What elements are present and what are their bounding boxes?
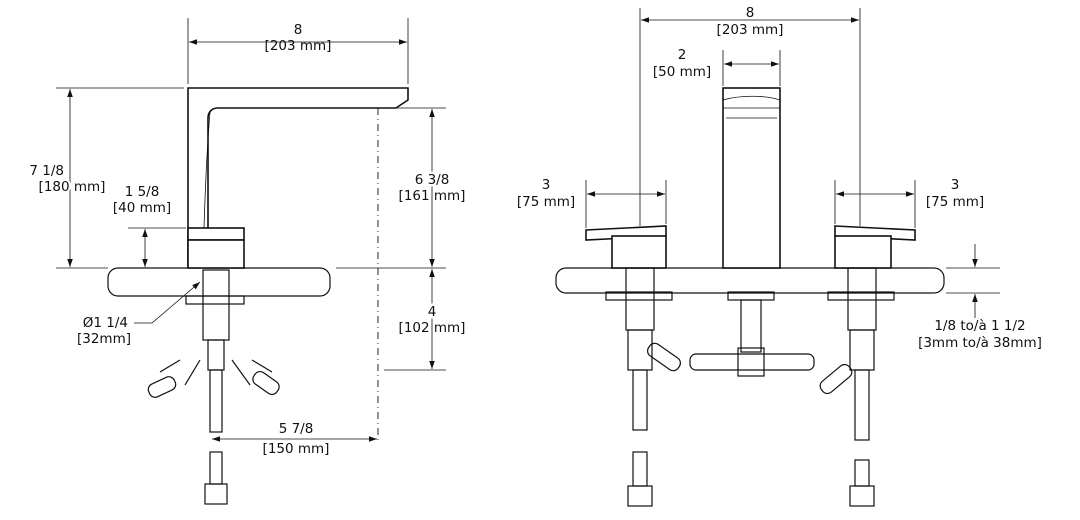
dim-front-right-handle: 3 [75 mm]: [834, 177, 984, 228]
dim-side-base-height-metric: [40 mm]: [113, 200, 171, 216]
dim-side-width: 8 [203 mm]: [187, 18, 409, 84]
dim-side-below-deck: 4 [102 mm]: [384, 269, 468, 371]
side-shank: [147, 269, 280, 505]
dim-front-deck-thickness: 1/8 to/à 1 1/2 [3mm to/à 38mm]: [918, 244, 1042, 351]
front-right-handle: [834, 225, 916, 269]
dim-side-base-height-imperial: 1 5/8: [125, 184, 160, 200]
dim-side-shank-diameter-metric: [32mm]: [77, 331, 131, 347]
front-left-handle: [585, 225, 667, 269]
dim-side-width-imperial: 8: [294, 22, 303, 38]
dim-side-total-height-imperial: 7 1/8: [29, 163, 64, 179]
dim-side-width-metric: [203 mm]: [265, 38, 332, 54]
front-spout: [722, 87, 781, 269]
front-view: 8 [203 mm] 2 [50 mm] 3 [75 mm] 3 [75 mm]: [517, 5, 1042, 507]
dim-side-spout-height-metric: [161 mm]: [399, 188, 466, 204]
dim-side-total-height-metric: [180 mm]: [39, 179, 106, 195]
dim-side-shank-diameter-imperial: Ø1 1/4: [83, 315, 128, 331]
dim-side-total-height: 7 1/8 [180 mm]: [29, 87, 184, 269]
dim-side-base-height: 1 5/8 [40 mm]: [113, 184, 186, 267]
dim-side-supply-offset-imperial: 5 7/8: [279, 421, 314, 437]
dim-front-left-handle-metric: [75 mm]: [517, 194, 575, 210]
dim-side-below-deck-metric: [102 mm]: [399, 320, 466, 336]
dim-side-spout-height: 6 3/8 [161 mm]: [336, 107, 468, 269]
dim-front-right-handle-metric: [75 mm]: [926, 194, 984, 210]
dim-side-shank-diameter: Ø1 1/4 [32mm]: [77, 281, 201, 347]
dim-side-supply-offset: 5 7/8 [150 mm]: [212, 421, 377, 457]
dim-front-center-spread-metric: [203 mm]: [717, 22, 784, 38]
dim-front-deck-thickness-imperial: 1/8 to/à 1 1/2: [934, 318, 1025, 334]
front-plumbing: [605, 267, 895, 507]
dim-front-spout-width-metric: [50 mm]: [653, 64, 711, 80]
side-faucet-body: [187, 87, 409, 269]
dim-front-spout-width: 2 [50 mm]: [653, 47, 781, 86]
side-deck: [107, 267, 331, 297]
dim-front-left-handle-imperial: 3: [542, 177, 551, 193]
dim-front-spout-width-imperial: 2: [678, 47, 687, 63]
dim-front-center-spread-imperial: 8: [746, 5, 755, 21]
dim-front-deck-thickness-metric: [3mm to/à 38mm]: [918, 335, 1042, 351]
dim-front-center-spread: 8 [203 mm]: [639, 5, 861, 226]
dim-side-below-deck-imperial: 4: [428, 304, 437, 320]
front-deck: [555, 267, 945, 294]
dim-front-right-handle-imperial: 3: [951, 177, 960, 193]
dim-side-supply-offset-metric: [150 mm]: [263, 441, 330, 457]
side-view: 8 [203 mm] 7 1/8 [180 mm] 1 5/8 [40 mm] …: [29, 18, 468, 505]
dim-side-spout-height-imperial: 6 3/8: [415, 172, 450, 188]
dim-front-left-handle: 3 [75 mm]: [517, 177, 667, 228]
